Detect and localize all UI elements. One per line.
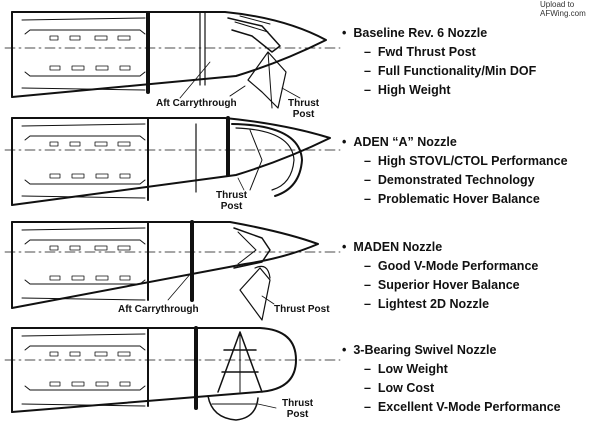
nozzle-item: – Lightest 2D Nozzle: [364, 297, 489, 311]
dash-glyph: –: [364, 64, 371, 78]
item-text: Excellent V-Mode Performance: [377, 400, 561, 414]
item-text: Good V-Mode Performance: [377, 259, 539, 273]
item-text: Low Cost: [377, 381, 435, 395]
item-text: Demonstrated Technology: [377, 173, 535, 187]
heading-text: MADEN Nozzle: [353, 240, 443, 254]
watermark-line-2: AFWing.com: [540, 9, 586, 18]
callout-thrust-post-4: Thrust Post: [282, 398, 314, 420]
watermark-line-1: Upload to: [540, 0, 575, 9]
bullet-glyph: •: [342, 26, 347, 40]
nozzle-item: – Problematic Hover Balance: [364, 192, 540, 206]
dash-glyph: –: [364, 259, 371, 273]
dash-glyph: –: [364, 362, 371, 376]
dash-glyph: –: [364, 381, 371, 395]
item-text: Lightest 2D Nozzle: [377, 297, 490, 311]
nozzle-heading: • 3-Bearing Swivel Nozzle: [342, 343, 496, 357]
callout-thrust-post-3: Thrust Post: [274, 304, 330, 315]
nozzle-item: – Superior Hover Balance: [364, 278, 520, 292]
item-text: Low Weight: [377, 362, 448, 376]
callout-aft-carrythrough-3: Aft Carrythrough: [118, 304, 199, 315]
heading-text: 3-Bearing Swivel Nozzle: [353, 343, 497, 357]
nozzle-heading: • ADEN “A” Nozzle: [342, 135, 457, 149]
bullet-glyph: •: [342, 135, 347, 149]
dash-glyph: –: [364, 173, 371, 187]
item-text: Superior Hover Balance: [377, 278, 520, 292]
item-text: Fwd Thrust Post: [377, 45, 476, 59]
heading-text: ADEN “A” Nozzle: [353, 135, 457, 149]
dash-glyph: –: [364, 83, 371, 97]
bullet-glyph: •: [342, 240, 347, 254]
nozzle-item: – Excellent V-Mode Performance: [364, 400, 561, 414]
dash-glyph: –: [364, 297, 371, 311]
item-text: Full Functionality/Min DOF: [377, 64, 537, 78]
callout-thrust-post-2: Thrust Post: [216, 190, 248, 212]
nozzle-item: – High Weight: [364, 83, 451, 97]
maden-nozzle-drawing: [4, 220, 341, 321]
nozzle-item: – Good V-Mode Performance: [364, 259, 538, 273]
item-text: Problematic Hover Balance: [377, 192, 540, 206]
swivel-nozzle-drawing: [4, 326, 341, 421]
item-text: High Weight: [377, 83, 451, 97]
nozzle-item: – Fwd Thrust Post: [364, 45, 476, 59]
heading-text: Baseline Rev. 6 Nozzle: [353, 26, 488, 40]
dash-glyph: –: [364, 192, 371, 206]
nozzle-item: – Demonstrated Technology: [364, 173, 535, 187]
nozzle-item: – High STOVL/CTOL Performance: [364, 154, 568, 168]
watermark: Upload to AFWing.com: [540, 0, 586, 18]
aden-nozzle-drawing: [4, 116, 341, 206]
dash-glyph: –: [364, 45, 371, 59]
bullet-glyph: •: [342, 343, 347, 357]
nozzle-heading: • MADEN Nozzle: [342, 240, 442, 254]
nozzle-item: – Low Cost: [364, 381, 434, 395]
dash-glyph: –: [364, 278, 371, 292]
item-text: High STOVL/CTOL Performance: [377, 154, 568, 168]
nozzle-item: – Low Weight: [364, 362, 448, 376]
callout-thrust-post-1: Thrust Post: [288, 98, 320, 120]
dash-glyph: –: [364, 400, 371, 414]
nozzle-item: – Full Functionality/Min DOF: [364, 64, 536, 78]
dash-glyph: –: [364, 154, 371, 168]
baseline-nozzle-drawing: [4, 11, 341, 109]
nozzle-heading: • Baseline Rev. 6 Nozzle: [342, 26, 487, 40]
callout-aft-carrythrough-1: Aft Carrythrough: [156, 98, 237, 109]
